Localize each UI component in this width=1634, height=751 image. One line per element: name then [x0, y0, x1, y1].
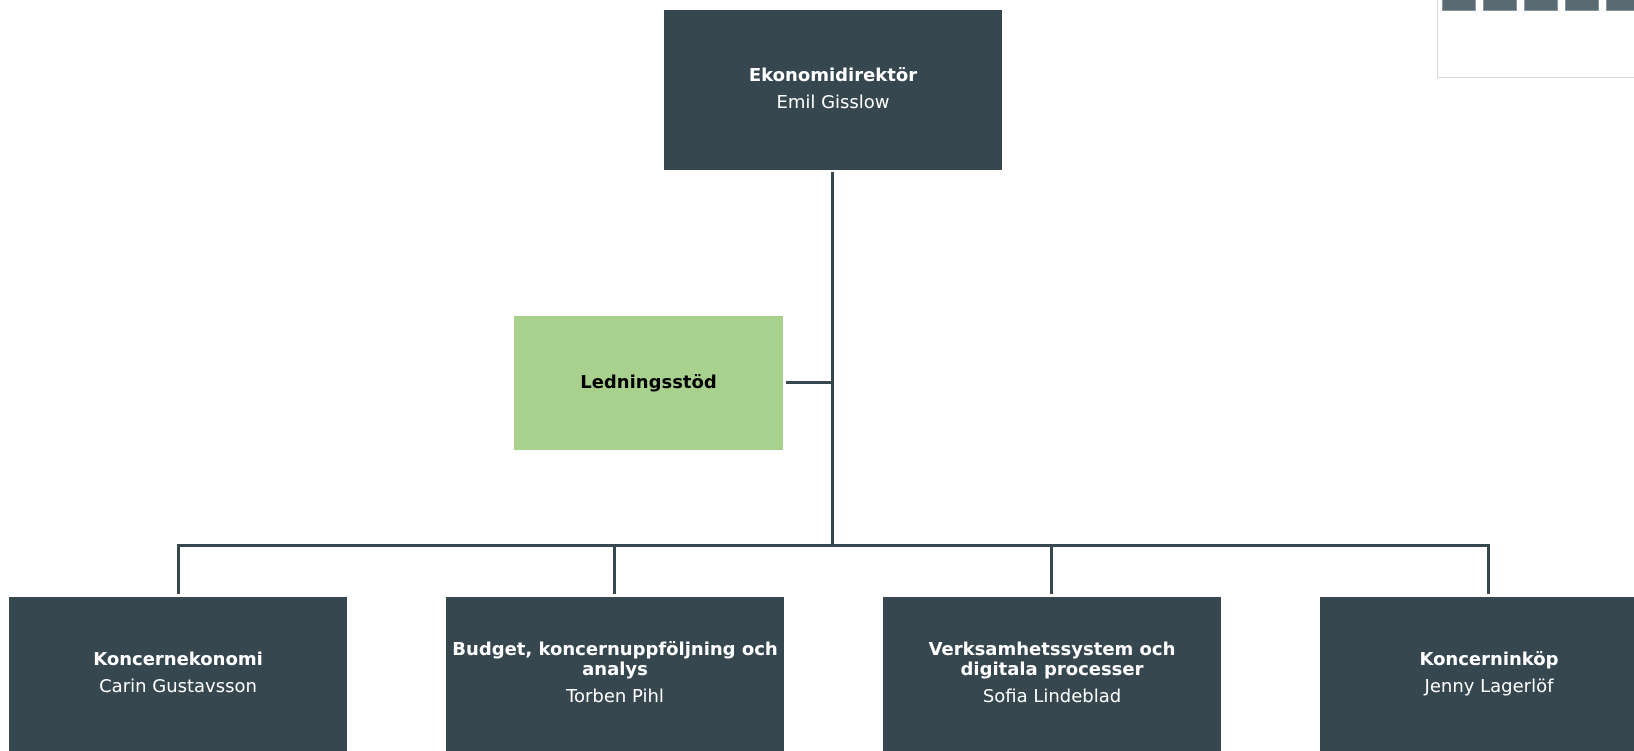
- minimap-node: [1442, 0, 1476, 11]
- minimap-node: [1606, 0, 1634, 11]
- node-title: Ledningsstöd: [580, 372, 717, 393]
- node-person: Torben Pihl: [566, 686, 664, 707]
- node-person: Sofia Lindeblad: [982, 686, 1122, 707]
- org-node-child[interactable]: Budget, koncernuppföljning och analys To…: [446, 597, 784, 751]
- node-person: Jenny Lagerlöf: [1424, 676, 1554, 697]
- minimap-node: [1565, 0, 1599, 11]
- chart-overview-minimap[interactable]: [1437, 0, 1634, 78]
- node-title: Ekonomidirektör: [748, 65, 918, 86]
- minimap-node: [1524, 0, 1558, 11]
- org-node-child[interactable]: Koncerninköp Jenny Lagerlöf: [1320, 597, 1634, 751]
- connector-support-horizontal: [786, 381, 833, 384]
- org-node-root[interactable]: Ekonomidirektör Emil Gisslow: [664, 10, 1002, 170]
- node-person: Emil Gisslow: [776, 92, 890, 113]
- node-person: Carin Gustavsson: [99, 676, 257, 697]
- org-node-child[interactable]: Verksamhetssystem och digitala processer…: [883, 597, 1221, 751]
- connector-child-2: [613, 544, 616, 594]
- connector-children-horizontal: [177, 544, 1490, 547]
- org-node-support[interactable]: Ledningsstöd: [514, 316, 783, 450]
- minimap-node: [1483, 0, 1517, 11]
- node-title: Verksamhetssystem och digitala processer: [928, 639, 1176, 680]
- connector-child-3: [1050, 544, 1053, 594]
- org-node-child[interactable]: Koncernekonomi Carin Gustavsson: [9, 597, 347, 751]
- connector-root-vertical: [831, 172, 834, 547]
- connector-child-4: [1487, 544, 1490, 594]
- connector-child-1: [177, 544, 180, 594]
- node-title: Koncernekonomi: [93, 649, 263, 670]
- node-title: Koncerninköp: [1419, 649, 1559, 670]
- node-title: Budget, koncernuppföljning och analys: [452, 639, 778, 680]
